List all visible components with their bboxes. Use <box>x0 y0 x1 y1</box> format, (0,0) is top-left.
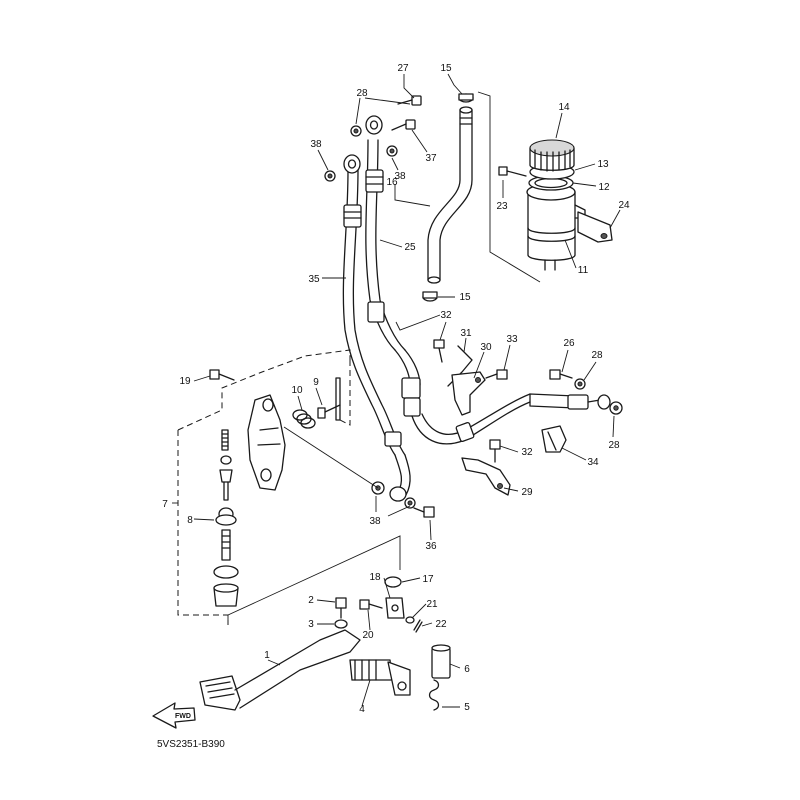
reservoir-bracket-24 <box>577 211 613 243</box>
reservoir-cap-14 <box>529 139 575 172</box>
callout-5: 5 <box>464 702 470 713</box>
forward-direction-arrow-icon: FWD <box>152 702 196 729</box>
callout-28-top: 28 <box>356 88 368 99</box>
callout-34: 34 <box>587 457 599 468</box>
diagram-code: 5VS2351-B390 <box>157 739 225 750</box>
washer-28-right-top <box>574 378 586 390</box>
reservoir-tank-11 <box>526 183 586 271</box>
pin-20 <box>359 599 383 610</box>
pin-9 <box>317 377 341 421</box>
callout-25: 25 <box>404 242 416 253</box>
bolt-19 <box>209 369 235 381</box>
callout-27: 27 <box>397 63 409 74</box>
callout-8: 8 <box>187 515 193 526</box>
washer-28-right-bottom <box>609 401 623 415</box>
callout-9: 9 <box>313 377 319 388</box>
nut-17 <box>384 576 402 588</box>
callout-12: 12 <box>598 182 610 193</box>
callout-33: 33 <box>506 334 518 345</box>
bolt-23 <box>498 166 527 177</box>
washer-21 <box>405 616 415 624</box>
master-cylinder-body <box>247 394 286 491</box>
callout-22: 22 <box>435 619 447 630</box>
leader-lines <box>193 73 621 708</box>
callout-37: 37 <box>425 153 437 164</box>
bolt-26 <box>549 369 573 380</box>
callout-38-top-left: 38 <box>310 139 322 150</box>
shaft-4 <box>349 659 411 696</box>
callout-28-bottom: 28 <box>608 440 620 451</box>
brake-hose-25 <box>365 115 421 417</box>
collar-6 <box>431 644 451 679</box>
washer-28-top <box>350 125 362 137</box>
piston-kit-parts <box>213 429 239 607</box>
callout-16: 16 <box>386 177 398 188</box>
brake-pipe-rear <box>411 393 611 445</box>
callout-14: 14 <box>558 102 570 113</box>
callout-15-top: 15 <box>440 63 452 74</box>
spring-5 <box>428 679 440 711</box>
bolt-32-upper <box>433 339 445 363</box>
bolt-32-lower <box>489 439 501 463</box>
callout-7: 7 <box>162 499 168 510</box>
hose-clamp-15-top <box>458 93 474 103</box>
callout-26: 26 <box>563 338 575 349</box>
forward-label: FWD <box>175 713 191 720</box>
callout-2: 2 <box>308 595 314 606</box>
spring-10 <box>292 409 316 429</box>
bolt-37 <box>391 119 416 131</box>
callout-4: 4 <box>359 704 365 715</box>
callout-38-lower: 38 <box>369 516 381 527</box>
callout-labels: 1 2 3 4 5 6 7 8 9 10 11 12 13 14 15 15 1… <box>162 63 630 715</box>
callout-38-top-mid: 38 <box>394 171 406 182</box>
bolt-27 <box>397 95 422 106</box>
callout-31: 31 <box>460 328 472 339</box>
reservoir-group-bracket <box>477 91 541 283</box>
reservoir-hose-16 <box>427 106 473 284</box>
callout-15-lower: 15 <box>459 292 471 303</box>
bolt-36 <box>413 506 435 518</box>
callout-32-upper: 32 <box>440 310 452 321</box>
callout-11: 11 <box>578 265 589 276</box>
hose-clamp-15-lower <box>422 291 438 302</box>
callout-30: 30 <box>480 342 492 353</box>
washer-38-top-mid <box>386 145 398 157</box>
bolt-33 <box>485 369 508 380</box>
callout-24: 24 <box>618 200 630 211</box>
washer-3 <box>334 619 348 629</box>
callout-1: 1 <box>264 650 270 661</box>
callout-29: 29 <box>521 487 533 498</box>
callout-18: 18 <box>369 572 381 583</box>
washer-38-lower-b <box>404 497 416 509</box>
callout-17: 17 <box>422 574 434 585</box>
callout-20: 20 <box>362 630 374 641</box>
hose-clamp-34 <box>541 425 567 453</box>
washer-38-top-left <box>324 170 336 182</box>
callout-21: 21 <box>426 599 438 610</box>
callout-28-right: 28 <box>591 350 603 361</box>
brake-pedal-1 <box>199 629 361 711</box>
callout-10: 10 <box>291 385 303 396</box>
callout-3: 3 <box>308 619 314 630</box>
bracket-29 <box>461 457 511 496</box>
clevis-18 <box>385 597 405 619</box>
callout-19: 19 <box>179 376 191 387</box>
bolt-2 <box>335 597 347 619</box>
callout-6: 6 <box>464 664 470 675</box>
banjo-fitting-lower <box>389 486 407 502</box>
callout-35: 35 <box>308 274 320 285</box>
callout-23: 23 <box>496 201 508 212</box>
callout-36: 36 <box>425 541 437 552</box>
bracket-30 <box>451 371 486 416</box>
callout-13: 13 <box>597 159 609 170</box>
callout-32-lower: 32 <box>521 447 533 458</box>
cotter-pin-22 <box>413 619 423 633</box>
brake-hose-35 <box>342 154 411 496</box>
